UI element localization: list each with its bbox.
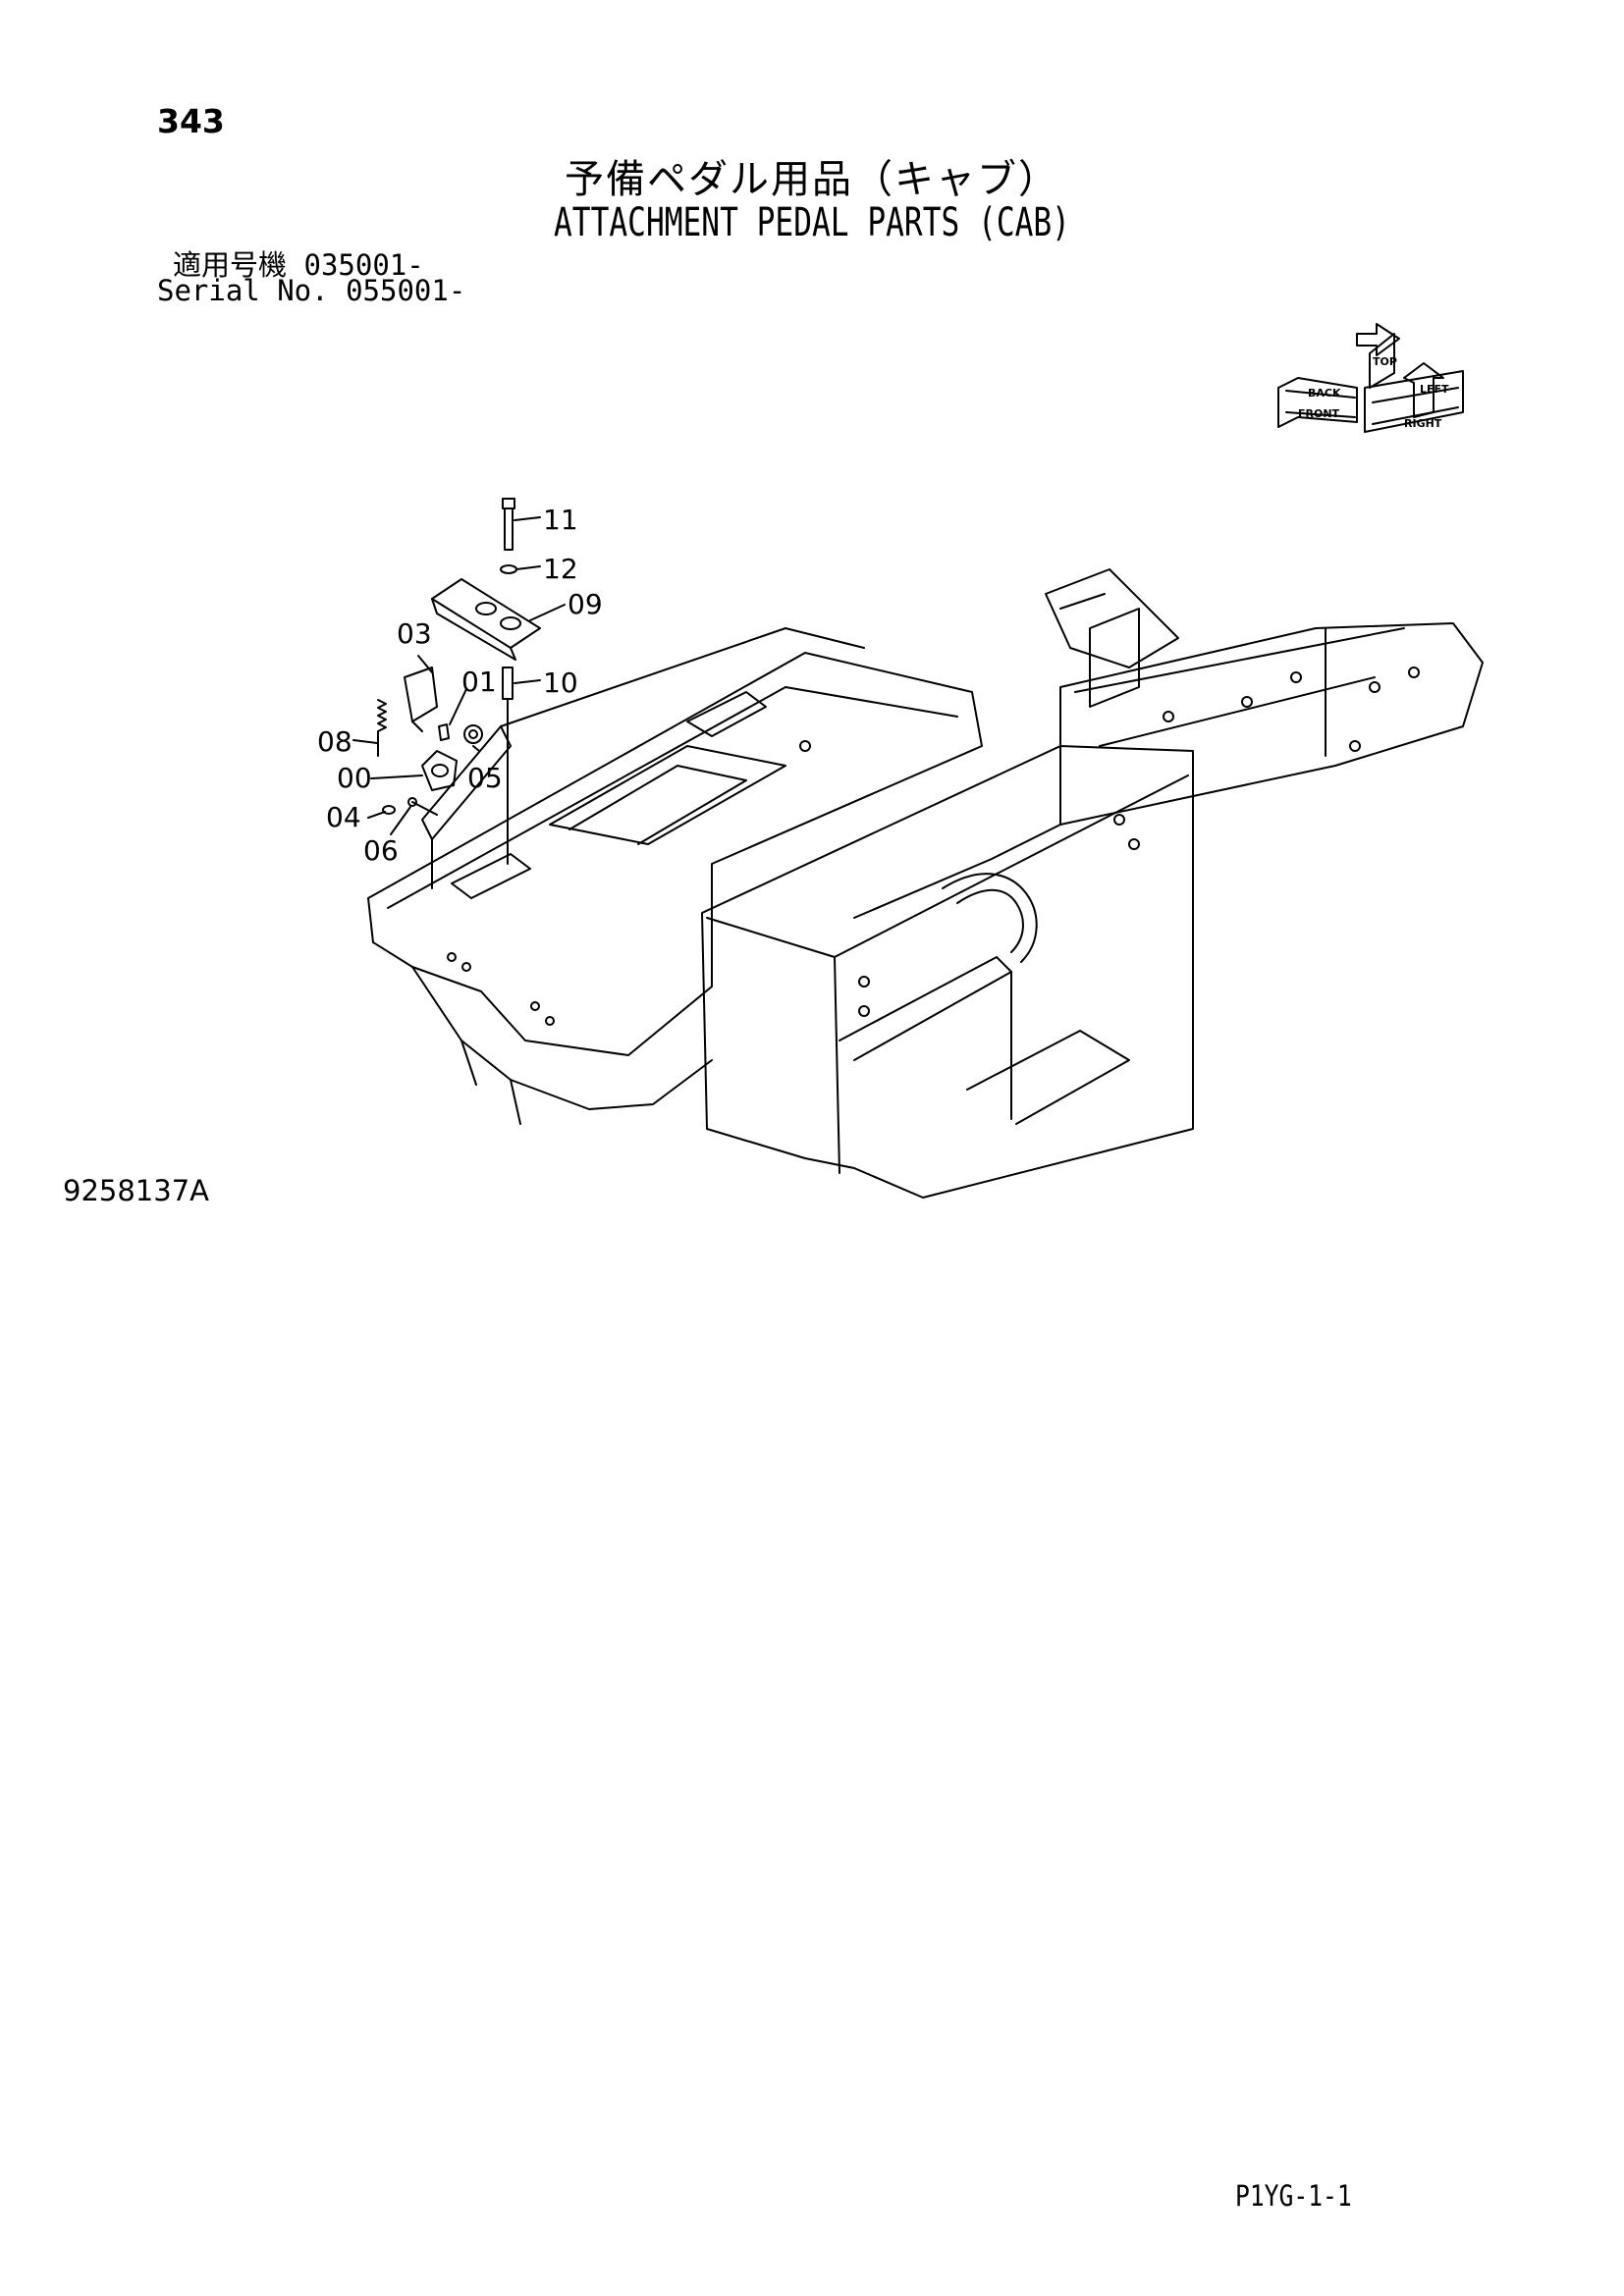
- callout-labels: 11 12 09 03 01 10 08 00 05 04 06: [317, 504, 603, 867]
- callout-03: 03: [397, 617, 432, 650]
- serial-japanese: 適用号機 035001-: [173, 250, 424, 280]
- page-title-english: ATTACHMENT PEDAL PARTS (CAB): [554, 200, 1070, 245]
- orientation-top-label: TOP: [1373, 355, 1397, 368]
- pedal-assembly: [352, 498, 566, 865]
- orientation-front-label: FRONT: [1298, 407, 1340, 420]
- cab-floor-frame: [367, 568, 1484, 1199]
- figure-id: 9258137A: [63, 1174, 209, 1207]
- orientation-left-label: LEFT: [1420, 383, 1449, 396]
- callout-12: 12: [543, 553, 578, 585]
- orientation-right-label: RIGHT: [1404, 417, 1442, 430]
- callout-04: 04: [326, 801, 361, 833]
- page-number: 343: [157, 102, 225, 140]
- serial-english: Serial No. 055001-: [157, 276, 465, 305]
- serial-japanese-label: 適用号機: [173, 248, 288, 282]
- callout-11: 11: [543, 504, 578, 536]
- orientation-back-label: BACK: [1308, 387, 1341, 400]
- callout-09: 09: [568, 588, 603, 620]
- serial-english-value: 055001-: [346, 274, 466, 307]
- orientation-indicator: [1277, 323, 1464, 433]
- callout-05: 05: [467, 762, 503, 794]
- callout-00: 00: [337, 762, 372, 794]
- serial-japanese-value: 035001-: [303, 248, 424, 282]
- callout-10: 10: [543, 667, 578, 699]
- callout-06: 06: [363, 834, 399, 867]
- footer-code: P1YG-1-1: [1235, 2179, 1352, 2213]
- page-title-japanese: 予備ペダル用品（キャブ）: [565, 157, 1059, 202]
- orientation-labels: FRONT RIGHT TOP BACK LEFT: [1298, 355, 1449, 430]
- callout-08: 08: [317, 725, 352, 758]
- serial-english-label: Serial No.: [157, 274, 329, 307]
- callout-01: 01: [461, 666, 497, 698]
